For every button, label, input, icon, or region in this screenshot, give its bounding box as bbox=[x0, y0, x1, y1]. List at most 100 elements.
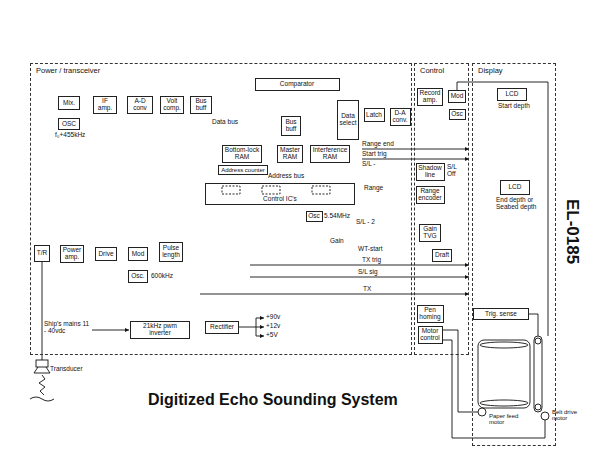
seabed-symbol bbox=[30, 397, 54, 401]
text-label: S/L - bbox=[362, 161, 376, 168]
block-box: D-A conv. bbox=[390, 108, 411, 126]
belt-roller bbox=[535, 404, 541, 410]
text-label: Start trig bbox=[362, 151, 387, 158]
text-label: Belt drive motor bbox=[552, 409, 586, 422]
stylus-wire bbox=[457, 82, 548, 336]
block-box: Record amp. bbox=[417, 88, 443, 106]
text-label: Transducer bbox=[50, 366, 83, 373]
text-label: WT-start bbox=[358, 246, 383, 253]
box-text: 21kHz pwm inverter bbox=[132, 323, 188, 337]
signal-wire bbox=[250, 277, 469, 278]
block-box: Rectifier bbox=[205, 321, 239, 334]
block-box: IF amp. bbox=[93, 96, 117, 114]
box-text: LCD bbox=[505, 91, 518, 98]
text-label: Range end bbox=[362, 141, 394, 148]
box-text: IF amp. bbox=[95, 98, 115, 112]
block-box: T/R bbox=[34, 245, 50, 262]
box-text: Shadow line bbox=[418, 165, 443, 179]
text-label: 5.54MHz bbox=[324, 213, 350, 220]
box-text: Interference RAM bbox=[312, 147, 348, 161]
text-label: TX bbox=[363, 286, 371, 293]
block-box: Data select bbox=[337, 100, 359, 140]
signal-wire bbox=[362, 159, 469, 160]
text-label: S/L - 2 bbox=[356, 219, 375, 226]
block-box: OSC bbox=[58, 118, 80, 130]
box-text: Power amp. bbox=[62, 247, 82, 261]
text-label: Ship's mains 11 - 40vdc bbox=[44, 321, 92, 335]
box-text: Draft bbox=[435, 252, 449, 259]
block-box: Mod bbox=[128, 247, 148, 261]
box-text: Pulse length bbox=[161, 245, 181, 259]
text-label: S/L bbox=[447, 164, 457, 171]
block-box: Interference RAM bbox=[310, 145, 350, 163]
block-box: Comparator bbox=[255, 78, 340, 91]
ic-outline bbox=[312, 186, 330, 194]
recorder-paper bbox=[480, 342, 528, 348]
box-text: Motor control bbox=[420, 328, 441, 342]
text-label: 600kHz bbox=[151, 273, 173, 280]
motor-symbol bbox=[478, 408, 486, 416]
sense-wire bbox=[529, 314, 538, 336]
block-box: Mod bbox=[448, 90, 466, 103]
block-box: Pen homing bbox=[417, 305, 444, 323]
transducer-cable bbox=[42, 262, 43, 360]
box-text: Osc bbox=[308, 213, 320, 220]
box-text: Bottom-lock RAM bbox=[224, 147, 260, 161]
block-box: Range encoder bbox=[416, 186, 445, 204]
signal-wire bbox=[362, 149, 469, 150]
box-text: Range encoder bbox=[418, 188, 443, 202]
block-box: Osc bbox=[449, 109, 466, 120]
text-label: Off bbox=[447, 171, 456, 178]
belt-roller bbox=[535, 338, 541, 344]
box-text: T/R bbox=[37, 250, 47, 257]
block-box: Volt comp. bbox=[160, 96, 184, 114]
block-box: 21kHz pwm inverter bbox=[130, 321, 190, 339]
box-text: Volt comp. bbox=[162, 98, 182, 112]
box-text: Address counter bbox=[221, 167, 265, 173]
box-text: Record amp. bbox=[419, 90, 441, 104]
text-label: TX trig bbox=[362, 257, 381, 264]
box-text: Mix. bbox=[63, 100, 75, 107]
ic-outline bbox=[262, 186, 280, 194]
box-text: Data select bbox=[339, 113, 357, 127]
box-text: Mod bbox=[451, 93, 464, 100]
block-box: Drive bbox=[95, 247, 117, 261]
ic-outline bbox=[222, 186, 240, 194]
recorder-paper bbox=[480, 400, 528, 406]
recorder-paper bbox=[478, 340, 530, 408]
transducer-symbol bbox=[34, 367, 50, 373]
signal-wire bbox=[200, 294, 469, 295]
supply-wire bbox=[239, 318, 256, 336]
block-box: Latch bbox=[364, 108, 385, 122]
box-text: Bus buff bbox=[283, 119, 299, 133]
box-text: Comparator bbox=[280, 81, 314, 88]
motor-symbol bbox=[541, 412, 549, 420]
box-text: Pen homing bbox=[419, 307, 442, 321]
dashed-region: ControlRecord amp.ModOscShadow lineRange… bbox=[414, 63, 469, 355]
block-box: Bottom-lock RAM bbox=[222, 145, 262, 163]
block-box: Bus buff bbox=[190, 96, 212, 114]
block-box: Motor control bbox=[418, 326, 443, 344]
box-text: Osc bbox=[451, 111, 463, 118]
box-text: LCD bbox=[508, 184, 521, 191]
block-box: LCD bbox=[497, 88, 527, 101]
block-box: Shadow line bbox=[416, 163, 445, 181]
box-text: Drive bbox=[98, 251, 113, 258]
box-text: Power / transceiver bbox=[36, 67, 406, 75]
supply-wire bbox=[92, 330, 129, 331]
block-box: Osc bbox=[306, 211, 323, 222]
text-label: Range bbox=[364, 185, 383, 192]
block-box: Mix. bbox=[58, 96, 80, 110]
text-label: Data bus bbox=[212, 119, 238, 126]
box-text: Gain TVG bbox=[421, 226, 439, 240]
text-label: S/L sig bbox=[358, 269, 378, 276]
diagram-title: Digitized Echo Sounding System bbox=[148, 392, 398, 409]
text-label: f₀+455kHz bbox=[55, 132, 85, 139]
block-box: Draft bbox=[432, 249, 452, 262]
text-label: Gain bbox=[330, 238, 344, 245]
box-text: Osc. bbox=[131, 273, 144, 280]
box-text: Master RAM bbox=[279, 147, 301, 161]
box-text: Mod bbox=[132, 251, 145, 258]
box-text: Trig. sense bbox=[485, 311, 517, 318]
